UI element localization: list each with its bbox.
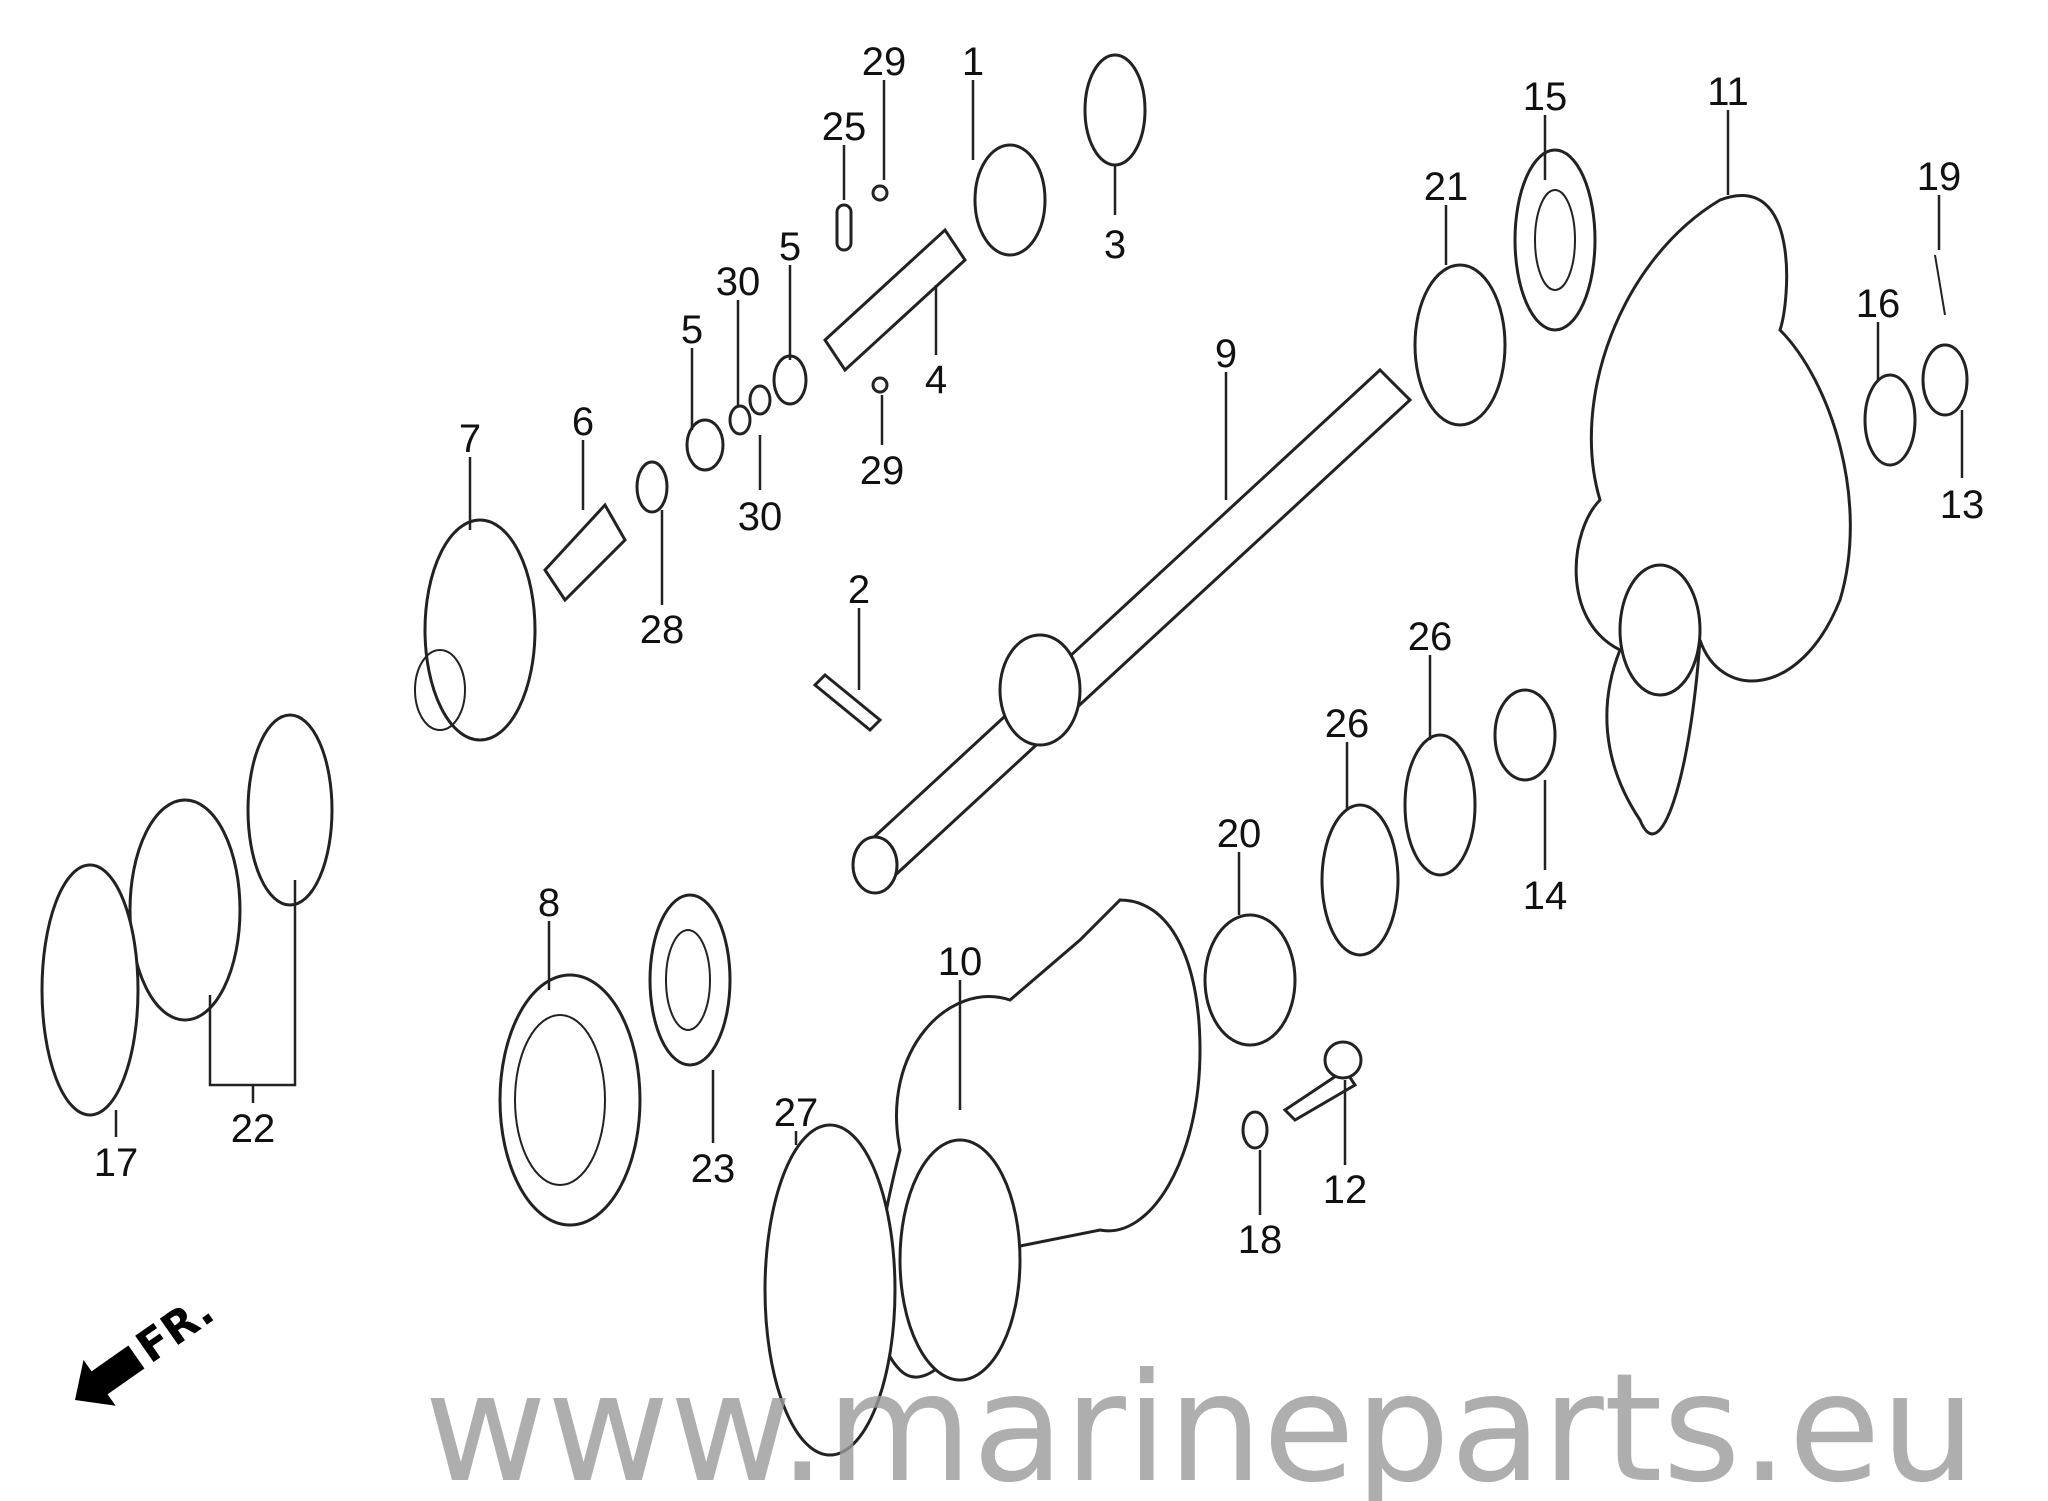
bearing-23	[648, 893, 732, 1067]
callout-18: 18	[1238, 1218, 1283, 1262]
bolt-12	[1282, 1040, 1363, 1122]
callout-5: 5	[779, 225, 801, 269]
callout-26: 26	[1408, 615, 1453, 659]
propeller-11	[1574, 194, 1852, 836]
callout-12: 12	[1323, 1168, 1368, 1212]
washer-16	[1863, 373, 1917, 467]
callout-8: 8	[538, 881, 560, 925]
pin-25	[835, 203, 853, 252]
callout-29: 29	[862, 40, 907, 84]
gearcase-10	[875, 898, 1202, 1382]
callout-5b: 5	[681, 308, 703, 352]
bearing-22	[128, 713, 334, 1022]
ring-17	[40, 863, 140, 1117]
front-direction-label: FR.	[127, 1285, 223, 1374]
ball-29	[871, 184, 889, 394]
callout-17: 17	[94, 1141, 139, 1185]
callout-22: 22	[231, 1107, 276, 1151]
callout-21: 21	[1424, 165, 1469, 209]
shift-shaft-4	[823, 227, 967, 373]
bearing-21	[1413, 263, 1507, 427]
callout-23: 23	[691, 1147, 736, 1191]
callout-28: 28	[640, 608, 685, 652]
callout-10: 10	[938, 940, 983, 984]
callout-9: 9	[1215, 332, 1237, 376]
callout-25: 25	[822, 105, 867, 149]
callout-13: 13	[1940, 483, 1985, 527]
seals-26	[1320, 733, 1477, 957]
springs-5-30	[685, 354, 808, 472]
pin-2	[812, 672, 883, 733]
callout-27: 27	[774, 1091, 819, 1135]
callout-26b: 26	[1325, 702, 1370, 746]
gear-8	[498, 973, 642, 1227]
drive-shaft-9	[851, 367, 1413, 895]
callout-3: 3	[1104, 223, 1126, 267]
callout-7: 7	[459, 417, 481, 461]
callout-30: 30	[716, 260, 761, 304]
bearing-20	[1203, 913, 1297, 1047]
callout-19: 19	[1917, 155, 1962, 199]
callout-labels: 29 1 25 3 15 11 19 21 30 5 5 4 9 16 13 7…	[94, 40, 1985, 1262]
callout-15: 15	[1523, 75, 1568, 119]
gear-7	[414, 518, 537, 742]
spacer-14	[1493, 688, 1557, 782]
o-ring-27	[763, 1123, 897, 1457]
callout-4: 4	[925, 358, 947, 402]
callout-11: 11	[1707, 70, 1749, 114]
pin-19	[1934, 254, 1946, 316]
dog-clutch-1	[973, 143, 1047, 257]
leader-lines	[114, 80, 1964, 1215]
ring-3	[1083, 53, 1147, 167]
nut-13	[1921, 343, 1969, 417]
clip-28	[635, 460, 669, 514]
callout-20: 20	[1217, 812, 1262, 856]
callout-2: 2	[848, 568, 870, 612]
callout-14: 14	[1523, 874, 1568, 918]
callout-16: 16	[1856, 282, 1901, 326]
callout-29b: 29	[860, 449, 905, 493]
washer-15	[1513, 148, 1597, 332]
washer-18	[1241, 1110, 1269, 1150]
callout-1: 1	[962, 40, 984, 84]
shift-plunger-6	[543, 502, 627, 603]
front-direction-arrow-icon: FR.	[75, 1285, 223, 1406]
watermark: www.marineparts.eu	[424, 1342, 1976, 1501]
callout-30b: 30	[738, 495, 783, 539]
callout-6: 6	[572, 400, 594, 444]
